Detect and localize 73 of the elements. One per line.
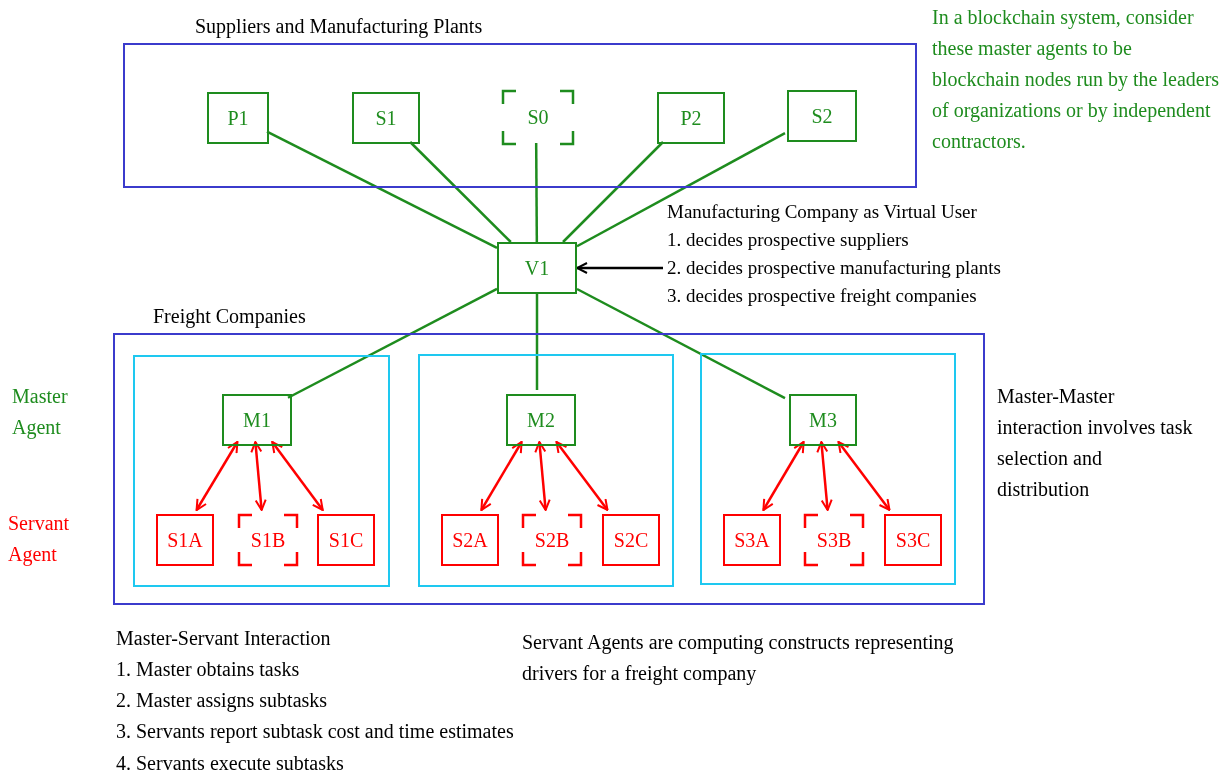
servant-agent-box — [602, 514, 660, 566]
company-frame — [700, 353, 956, 585]
agent-label: S2C — [613, 528, 649, 552]
agent-box — [497, 242, 577, 294]
agent-label: P1 — [227, 106, 249, 130]
list-item: 2. decides prospective manufacturing plants — [667, 256, 1001, 280]
agent-box — [657, 92, 725, 144]
agent-label: S3B — [816, 528, 852, 552]
master-agent-box — [789, 394, 857, 446]
connector-line — [562, 141, 664, 243]
dashed-agent-box — [804, 514, 864, 566]
note-text: Servant Agents are computing constructs representing drivers for a freight company — [522, 630, 955, 687]
agent-box — [787, 90, 857, 142]
list-item: 1. decides prospective suppliers — [667, 228, 909, 252]
arrow — [271, 441, 324, 511]
note-text: Master-Servant Interaction — [116, 626, 332, 651]
note-text: 1. Master obtains tasks — [116, 657, 301, 682]
agent-label: S1C — [328, 528, 364, 552]
connector-line — [534, 143, 539, 242]
note-text: 2. Master assigns subtasks — [116, 688, 329, 714]
agent-label: S1 — [375, 106, 397, 130]
agent-label: M1 — [243, 408, 271, 432]
dashed-agent-box — [522, 514, 582, 566]
note-heading: Manufacturing Company as Virtual User — [667, 200, 977, 224]
company-frame — [133, 355, 390, 587]
connector-line — [409, 141, 512, 243]
agent-label: P2 — [680, 106, 702, 130]
note-text: Servant Agent — [8, 511, 71, 568]
arrow — [762, 441, 805, 511]
dashed-agent-box — [238, 514, 298, 566]
group-heading: Freight Companies — [153, 305, 306, 328]
servant-agent-box — [441, 514, 499, 566]
agent-label: S2 — [811, 104, 833, 128]
master-agent-box — [506, 394, 576, 446]
company-frame — [418, 354, 674, 587]
arrow — [534, 441, 551, 511]
list-item: 3. decides prospective freight companies — [667, 284, 977, 308]
arrow — [250, 441, 267, 511]
arrow — [555, 441, 609, 511]
connector-line — [287, 287, 498, 399]
arrow — [195, 441, 239, 511]
agent-label: S3A — [734, 528, 770, 552]
connector-line — [576, 131, 786, 248]
agent-box — [207, 92, 269, 144]
group-heading: Suppliers and Manufacturing Plants — [195, 15, 483, 38]
arrow — [576, 262, 663, 274]
agent-label: M3 — [809, 408, 837, 432]
connector-line — [266, 130, 498, 249]
agent-label: S3C — [895, 528, 931, 552]
note-text: 3. Servants report subtask cost and time estimates — [116, 719, 515, 745]
agent-label: S1B — [250, 528, 286, 552]
agent-box — [352, 92, 420, 144]
agent-label: S1A — [167, 528, 203, 552]
master-agent-box — [222, 394, 292, 446]
servant-agent-box — [317, 514, 375, 566]
connector-line — [535, 294, 539, 390]
agent-label: M2 — [527, 408, 555, 432]
arrow — [816, 441, 833, 511]
agent-label: S0 — [527, 106, 549, 129]
connector-line — [576, 287, 786, 400]
servant-agent-box — [884, 514, 942, 566]
note-text: In a blockchain system, consider these master agents to be blockchain nodes run by the leaders of organizations or by independent contractors. — [932, 5, 1220, 154]
note-text: Master Agent — [12, 384, 69, 441]
note-text: 4. Servants execute subtasks — [116, 751, 345, 776]
arrow — [480, 441, 523, 511]
agent-label: V1 — [524, 256, 550, 280]
note-text: Master-Master interaction involves task selection and distribution — [997, 384, 1194, 502]
servant-agent-box — [723, 514, 781, 566]
agent-label: S2A — [452, 528, 488, 552]
dashed-agent-box — [502, 90, 574, 145]
servant-agent-box — [156, 514, 214, 566]
arrow — [837, 441, 891, 511]
agent-label: S2B — [534, 528, 570, 552]
